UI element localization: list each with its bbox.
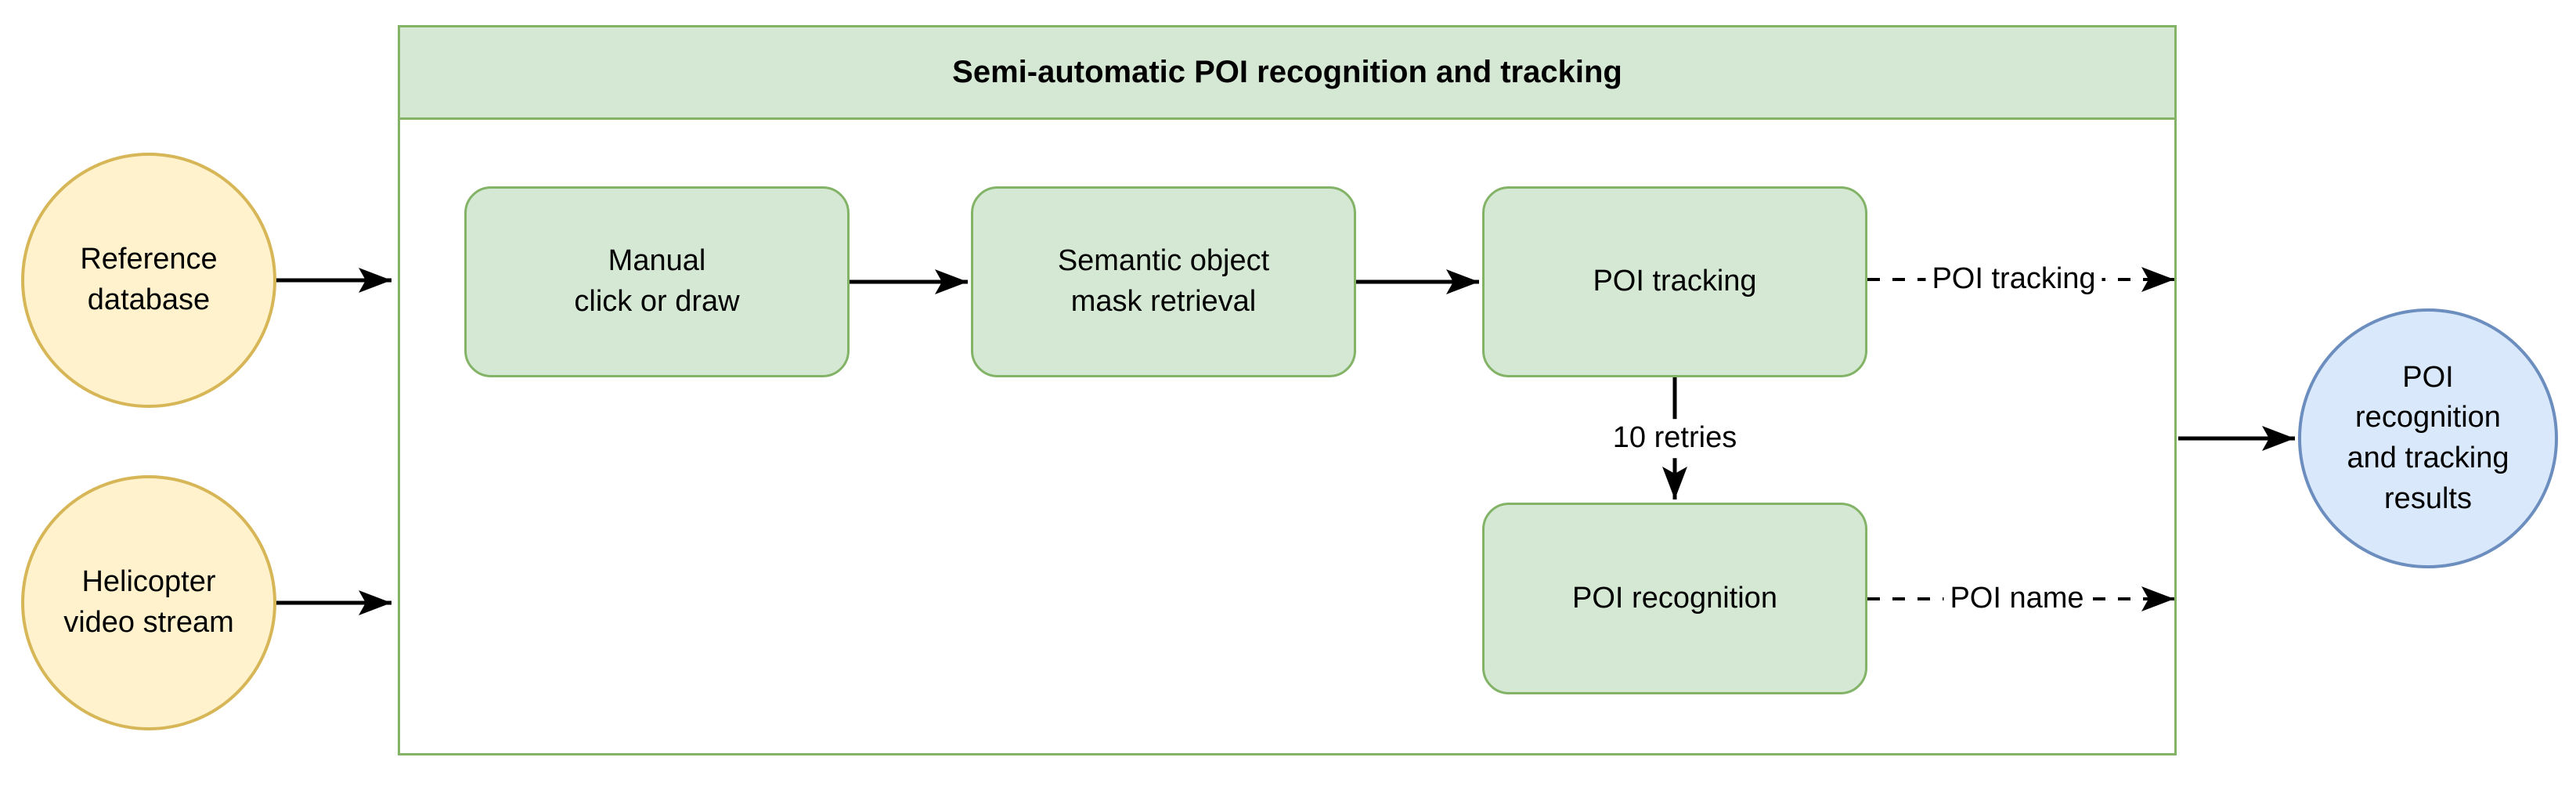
- edge-label-poi-name: POI name: [1943, 579, 2091, 618]
- group-title: Semi-automatic POI recognition and track…: [952, 55, 1622, 89]
- node-poi-recognition: POI recognition: [1482, 503, 1867, 694]
- node-poi-results-label: POI recognition and tracking results: [2347, 360, 2509, 515]
- node-poi-tracking: POI tracking: [1482, 186, 1867, 377]
- edge-label-poi-tracking: POI tracking: [1925, 260, 2102, 299]
- node-manual-click-or-draw: Manual click or draw: [464, 186, 850, 377]
- node-poi-recognition-label: POI recognition: [1572, 581, 1777, 615]
- group-semi-automatic-poi: Semi-automatic POI recognition and track…: [398, 25, 2177, 755]
- node-semantic-object-mask-retrieval-label: Semantic object mask retrieval: [1057, 244, 1270, 318]
- node-reference-database: Reference database: [21, 153, 276, 408]
- node-reference-database-label: Reference database: [80, 243, 218, 316]
- node-poi-results: POI recognition and tracking results: [2298, 308, 2558, 568]
- group-header: Semi-automatic POI recognition and track…: [400, 27, 2174, 120]
- node-helicopter-video-stream: Helicopter video stream: [21, 475, 276, 730]
- node-poi-tracking-label: POI tracking: [1593, 265, 1757, 298]
- node-manual-click-or-draw-label: Manual click or draw: [574, 244, 740, 318]
- node-semantic-object-mask-retrieval: Semantic object mask retrieval: [971, 186, 1356, 377]
- edge-label-10-retries: 10 retries: [1606, 419, 1744, 458]
- node-helicopter-video-stream-label: Helicopter video stream: [63, 565, 234, 639]
